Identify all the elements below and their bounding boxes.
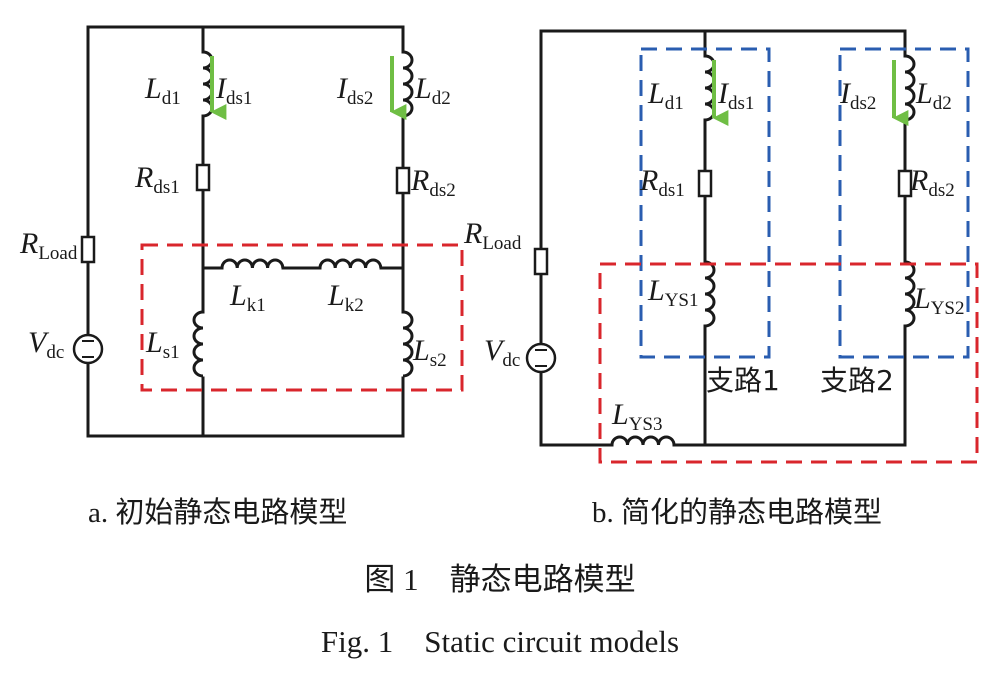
resistor-rds1 bbox=[195, 163, 211, 192]
label-rds1-b: Rds1 bbox=[639, 164, 685, 201]
label-ids2: Ids2 bbox=[336, 72, 373, 109]
label-lys1: LYS1 bbox=[647, 274, 698, 311]
inductor-ld2 bbox=[402, 50, 414, 118]
inductor-lys1 bbox=[704, 260, 716, 328]
caption-b: b. 简化的静态电路模型 bbox=[592, 496, 882, 529]
label-ld1-b: Ld1 bbox=[647, 77, 684, 114]
label-ld2: Ld2 bbox=[414, 72, 451, 109]
resistor-rds2 bbox=[395, 166, 411, 195]
voltage-source-vdc bbox=[72, 333, 104, 365]
label-ld2-b: Ld2 bbox=[915, 77, 952, 114]
label-ids1-b: Ids1 bbox=[717, 77, 754, 114]
label-ld1: Ld1 bbox=[144, 72, 181, 109]
inductor-ls1 bbox=[192, 310, 204, 378]
label-vdc-b: Vdc bbox=[484, 334, 520, 371]
label-ids1: Ids1 bbox=[215, 72, 252, 109]
resistor-rload-b bbox=[533, 247, 549, 276]
label-ls2: Ls2 bbox=[412, 334, 447, 371]
inductor-ld2-b bbox=[904, 54, 916, 122]
circuit-b: Ld1 Ids1 Ids2 Ld2 Rds1 Rds2 RLoad LYS1 L… bbox=[463, 29, 979, 529]
inductor-lk2 bbox=[318, 258, 383, 269]
blue-dashed-box-branch1 bbox=[639, 47, 771, 359]
label-ids2-b: Ids2 bbox=[839, 77, 876, 114]
inductor-lk1 bbox=[220, 258, 285, 269]
source-symbol-b bbox=[535, 349, 547, 367]
label-ls1: Ls1 bbox=[145, 326, 180, 363]
label-rload: RLoad bbox=[19, 227, 78, 264]
caption-a: a. 初始静态电路模型 bbox=[88, 496, 347, 529]
source-symbol bbox=[82, 340, 94, 358]
label-lk2: Lk2 bbox=[327, 279, 364, 316]
label-rds1: Rds1 bbox=[134, 161, 180, 198]
label-branch1: 支路1 bbox=[706, 364, 780, 397]
circuit-a: Ld1 Ids1 Ids2 Ld2 Rds1 Rds2 RLoad Lk1 Lk… bbox=[19, 25, 464, 529]
inductor-lys2 bbox=[904, 260, 916, 328]
label-rload-b: RLoad bbox=[463, 217, 522, 254]
figure-caption-en: Fig. 1 Static circuit models bbox=[321, 624, 679, 659]
label-branch2: 支路2 bbox=[820, 364, 894, 397]
blue-dashed-box-branch2 bbox=[838, 47, 970, 359]
figure-caption-cn: 图 1 静态电路模型 bbox=[364, 562, 635, 597]
label-lys2: LYS2 bbox=[913, 282, 964, 319]
label-lk1: Lk1 bbox=[229, 279, 266, 316]
resistor-rds1-b bbox=[697, 169, 713, 198]
label-rds2-b: Rds2 bbox=[909, 164, 955, 201]
red-dashed-box-b bbox=[598, 262, 979, 464]
label-lys3: LYS3 bbox=[611, 398, 662, 435]
red-dashed-box-a bbox=[140, 243, 464, 392]
resistor-rload bbox=[80, 235, 96, 264]
label-rds2: Rds2 bbox=[410, 164, 456, 201]
label-vdc: Vdc bbox=[28, 326, 64, 363]
wire-b-left bbox=[539, 29, 614, 447]
resistor-rds2-b bbox=[897, 169, 913, 198]
inductor-ls2 bbox=[402, 310, 414, 378]
voltage-source-vdc-b bbox=[525, 342, 557, 374]
inductor-lys3 bbox=[610, 435, 676, 446]
